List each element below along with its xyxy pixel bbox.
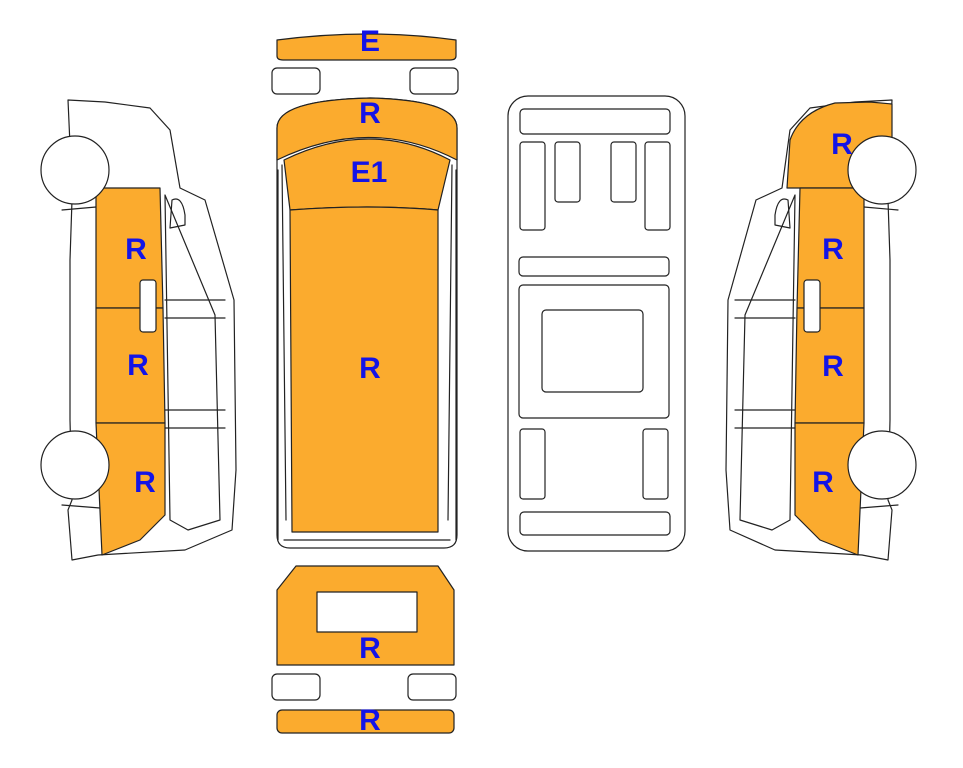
label-left-sliding-door: R [134, 466, 156, 499]
label-left-front-fender: R [125, 233, 147, 266]
roof-panel[interactable] [289, 206, 439, 533]
right-taillight [407, 673, 457, 701]
right-front-wheel [847, 135, 917, 205]
label-front-bumper: E [360, 25, 380, 58]
right-rear-quarter-panel[interactable] [794, 422, 865, 556]
right-headlight [409, 67, 459, 95]
label-right-front-door: R [822, 233, 844, 266]
top-view [276, 97, 458, 549]
left-rear-wheel [40, 430, 110, 500]
label-windshield: E1 [351, 156, 388, 189]
label-hood: R [359, 97, 381, 130]
front-bumper-panel[interactable] [276, 33, 457, 61]
rear-bumper-panel[interactable] [276, 709, 455, 734]
label-right-front-fender: R [831, 128, 853, 161]
label-rear-bumper: R [359, 704, 381, 737]
left-sliding-door-panel[interactable] [95, 422, 166, 556]
left-front-wheel [40, 135, 110, 205]
left-door-handle [139, 279, 157, 333]
right-door-handle [803, 279, 821, 333]
left-taillight [271, 673, 321, 701]
right-side-view [725, 99, 917, 561]
left-side-view [40, 99, 237, 561]
underside-view [507, 95, 686, 552]
label-left-front-door: R [127, 349, 149, 382]
damage-labels: E R E1 R R R R R R R R R R R [125, 25, 853, 737]
label-rear-door: R [359, 632, 381, 665]
rear-view [271, 565, 457, 734]
rear-window [316, 591, 418, 633]
label-right-sliding-door: R [822, 350, 844, 383]
right-rear-wheel [847, 430, 917, 500]
front-view [271, 33, 459, 95]
label-roof: R [359, 352, 381, 385]
left-headlight [271, 67, 321, 95]
label-right-rear-quarter: R [812, 466, 834, 499]
hood-panel[interactable] [276, 97, 458, 161]
